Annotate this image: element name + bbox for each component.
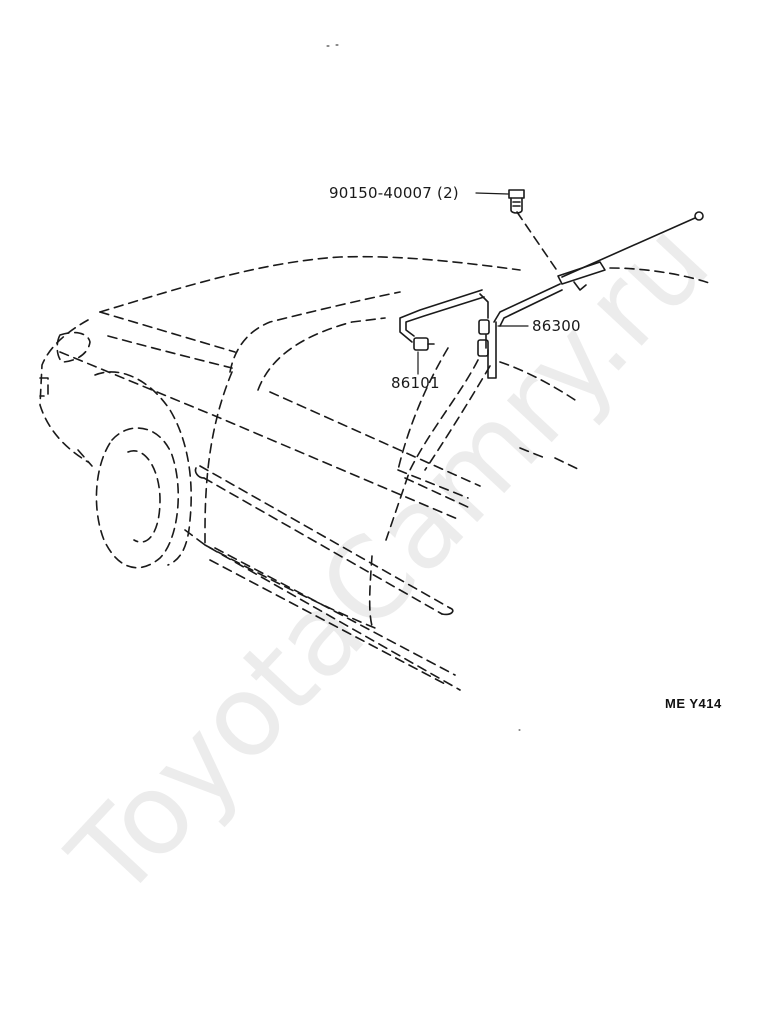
callout-connector: 86101 [391,374,440,392]
car-body-outline [39,211,713,691]
antenna-assembly [399,211,704,379]
leader-lines [417,192,529,375]
scan-specks [326,44,521,731]
side-moulding [194,467,454,616]
callout-mounting-bolt: 90150-40007 (2) [329,184,459,202]
callout-antenna-cable: 86300 [532,317,581,335]
diagram-code: ME Y414 [665,696,722,711]
mounting-bolt [508,189,525,214]
